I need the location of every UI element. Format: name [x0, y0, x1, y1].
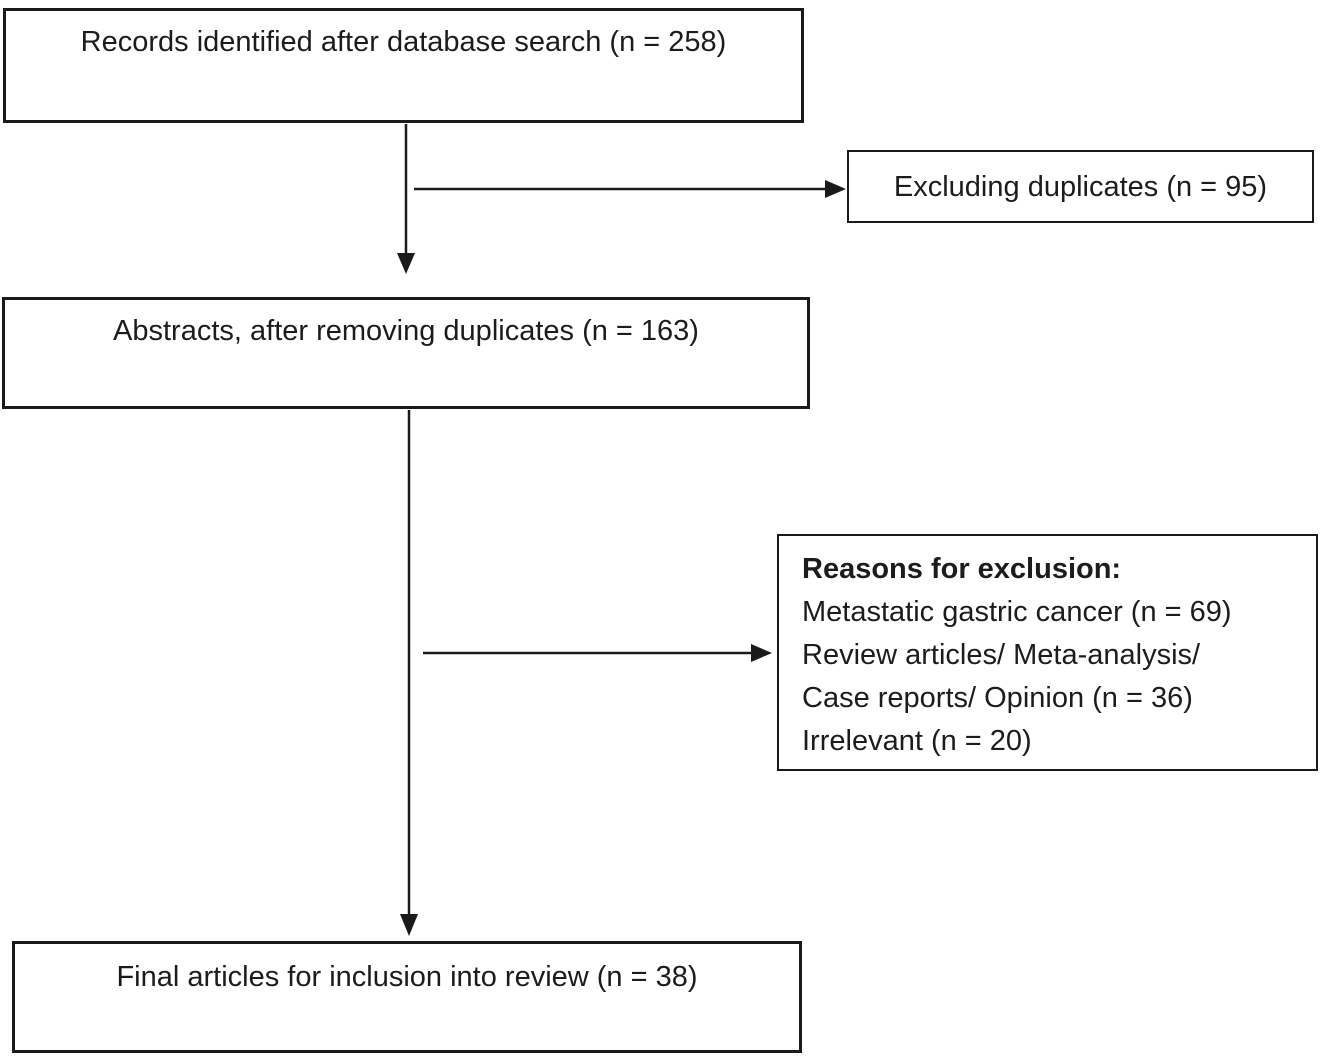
arrow-to-reasons-for-exclusion [423, 644, 772, 662]
reason-line-review-articles: Review articles/ Meta-analysis/ [802, 639, 1201, 671]
records-identified-box: Records identified after database search… [3, 8, 804, 123]
reason-line-case-reports: Case reports/ Opinion (n = 36) [802, 682, 1193, 714]
final-articles-label: Final articles for inclusion into review… [116, 961, 698, 993]
reason-line-metastatic: Metastatic gastric cancer (n = 69) [802, 596, 1232, 628]
arrow-to-excluding-duplicates [414, 180, 846, 198]
reasons-for-exclusion-box: Reasons for exclusion: Metastatic gastri… [777, 534, 1318, 771]
reason-line-irrelevant: Irrelevant (n = 20) [802, 725, 1032, 757]
arrow-abstracts-to-final [400, 410, 418, 936]
arrow-records-to-abstracts [397, 124, 415, 274]
records-identified-label: Records identified after database search… [80, 26, 727, 58]
final-articles-box: Final articles for inclusion into review… [12, 941, 802, 1053]
excluding-duplicates-box: Excluding duplicates (n = 95) [847, 150, 1314, 223]
reasons-for-exclusion-title: Reasons for exclusion: [802, 553, 1122, 585]
abstracts-box: Abstracts, after removing duplicates (n … [2, 297, 810, 409]
abstracts-label: Abstracts, after removing duplicates (n … [113, 315, 699, 347]
excluding-duplicates-label: Excluding duplicates (n = 95) [893, 170, 1268, 203]
